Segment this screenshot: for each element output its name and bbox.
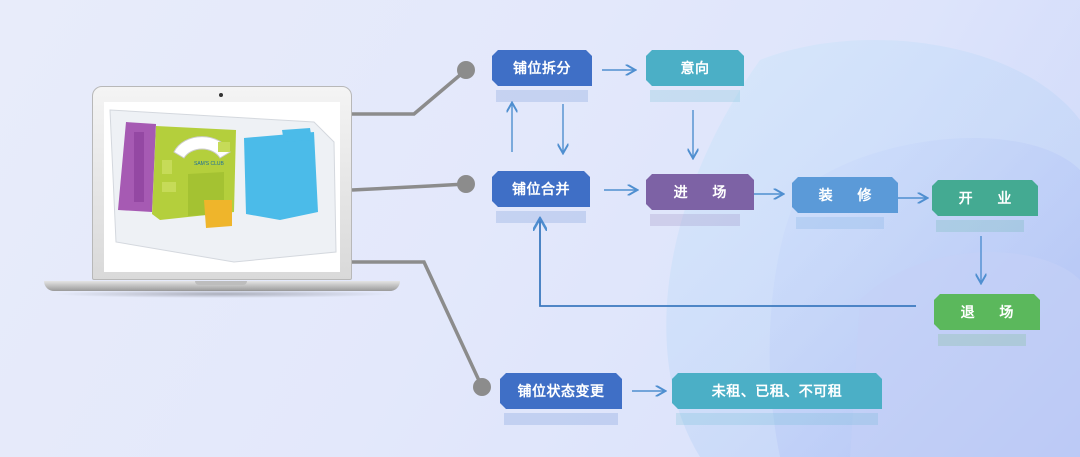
laptop-camera — [219, 93, 223, 97]
laptop-screen — [104, 102, 340, 272]
laptop-base — [44, 281, 400, 291]
node-shop-split-label: 铺位拆分 — [513, 61, 571, 77]
node-exit-label: 退 场 — [960, 305, 1024, 321]
reflection — [504, 413, 618, 425]
reflection — [496, 211, 586, 223]
laptop-shadow — [50, 290, 394, 298]
reflection — [650, 90, 740, 102]
club-label: SAM'S CLUB — [194, 161, 224, 167]
node-shop-merge-label: 铺位合并 — [512, 182, 570, 198]
node-open: 开 业 — [932, 180, 1038, 216]
node-enter: 进 场 — [646, 174, 754, 210]
reflection — [650, 214, 740, 226]
node-status-change: 铺位状态变更 — [500, 373, 622, 409]
laptop-illustration: SAM'S CLUB — [40, 84, 400, 299]
reflection — [938, 334, 1026, 346]
laptop-notch — [195, 281, 247, 285]
node-decorate: 装 修 — [792, 177, 898, 213]
node-status-values-label: 未租、已租、不可租 — [711, 384, 843, 400]
node-decorate-label: 装 修 — [818, 188, 882, 204]
flow-arrows — [512, 70, 981, 391]
node-intent: 意向 — [646, 50, 744, 86]
reflection — [796, 217, 884, 229]
return-arrow — [540, 220, 916, 307]
floor-plan-image — [109, 109, 337, 263]
node-status-change-label: 铺位状态变更 — [517, 384, 605, 400]
node-shop-split: 铺位拆分 — [492, 50, 592, 86]
laptop-connectors — [351, 68, 484, 388]
node-enter-label: 进 场 — [673, 185, 737, 201]
node-shop-merge: 铺位合并 — [492, 171, 590, 207]
reflection — [676, 413, 878, 425]
reflection — [936, 220, 1024, 232]
node-exit: 退 场 — [934, 294, 1040, 330]
node-open-label: 开 业 — [958, 191, 1022, 207]
node-status-values: 未租、已租、不可租 — [672, 373, 882, 409]
node-intent-label: 意向 — [680, 61, 710, 77]
reflection — [496, 90, 588, 102]
